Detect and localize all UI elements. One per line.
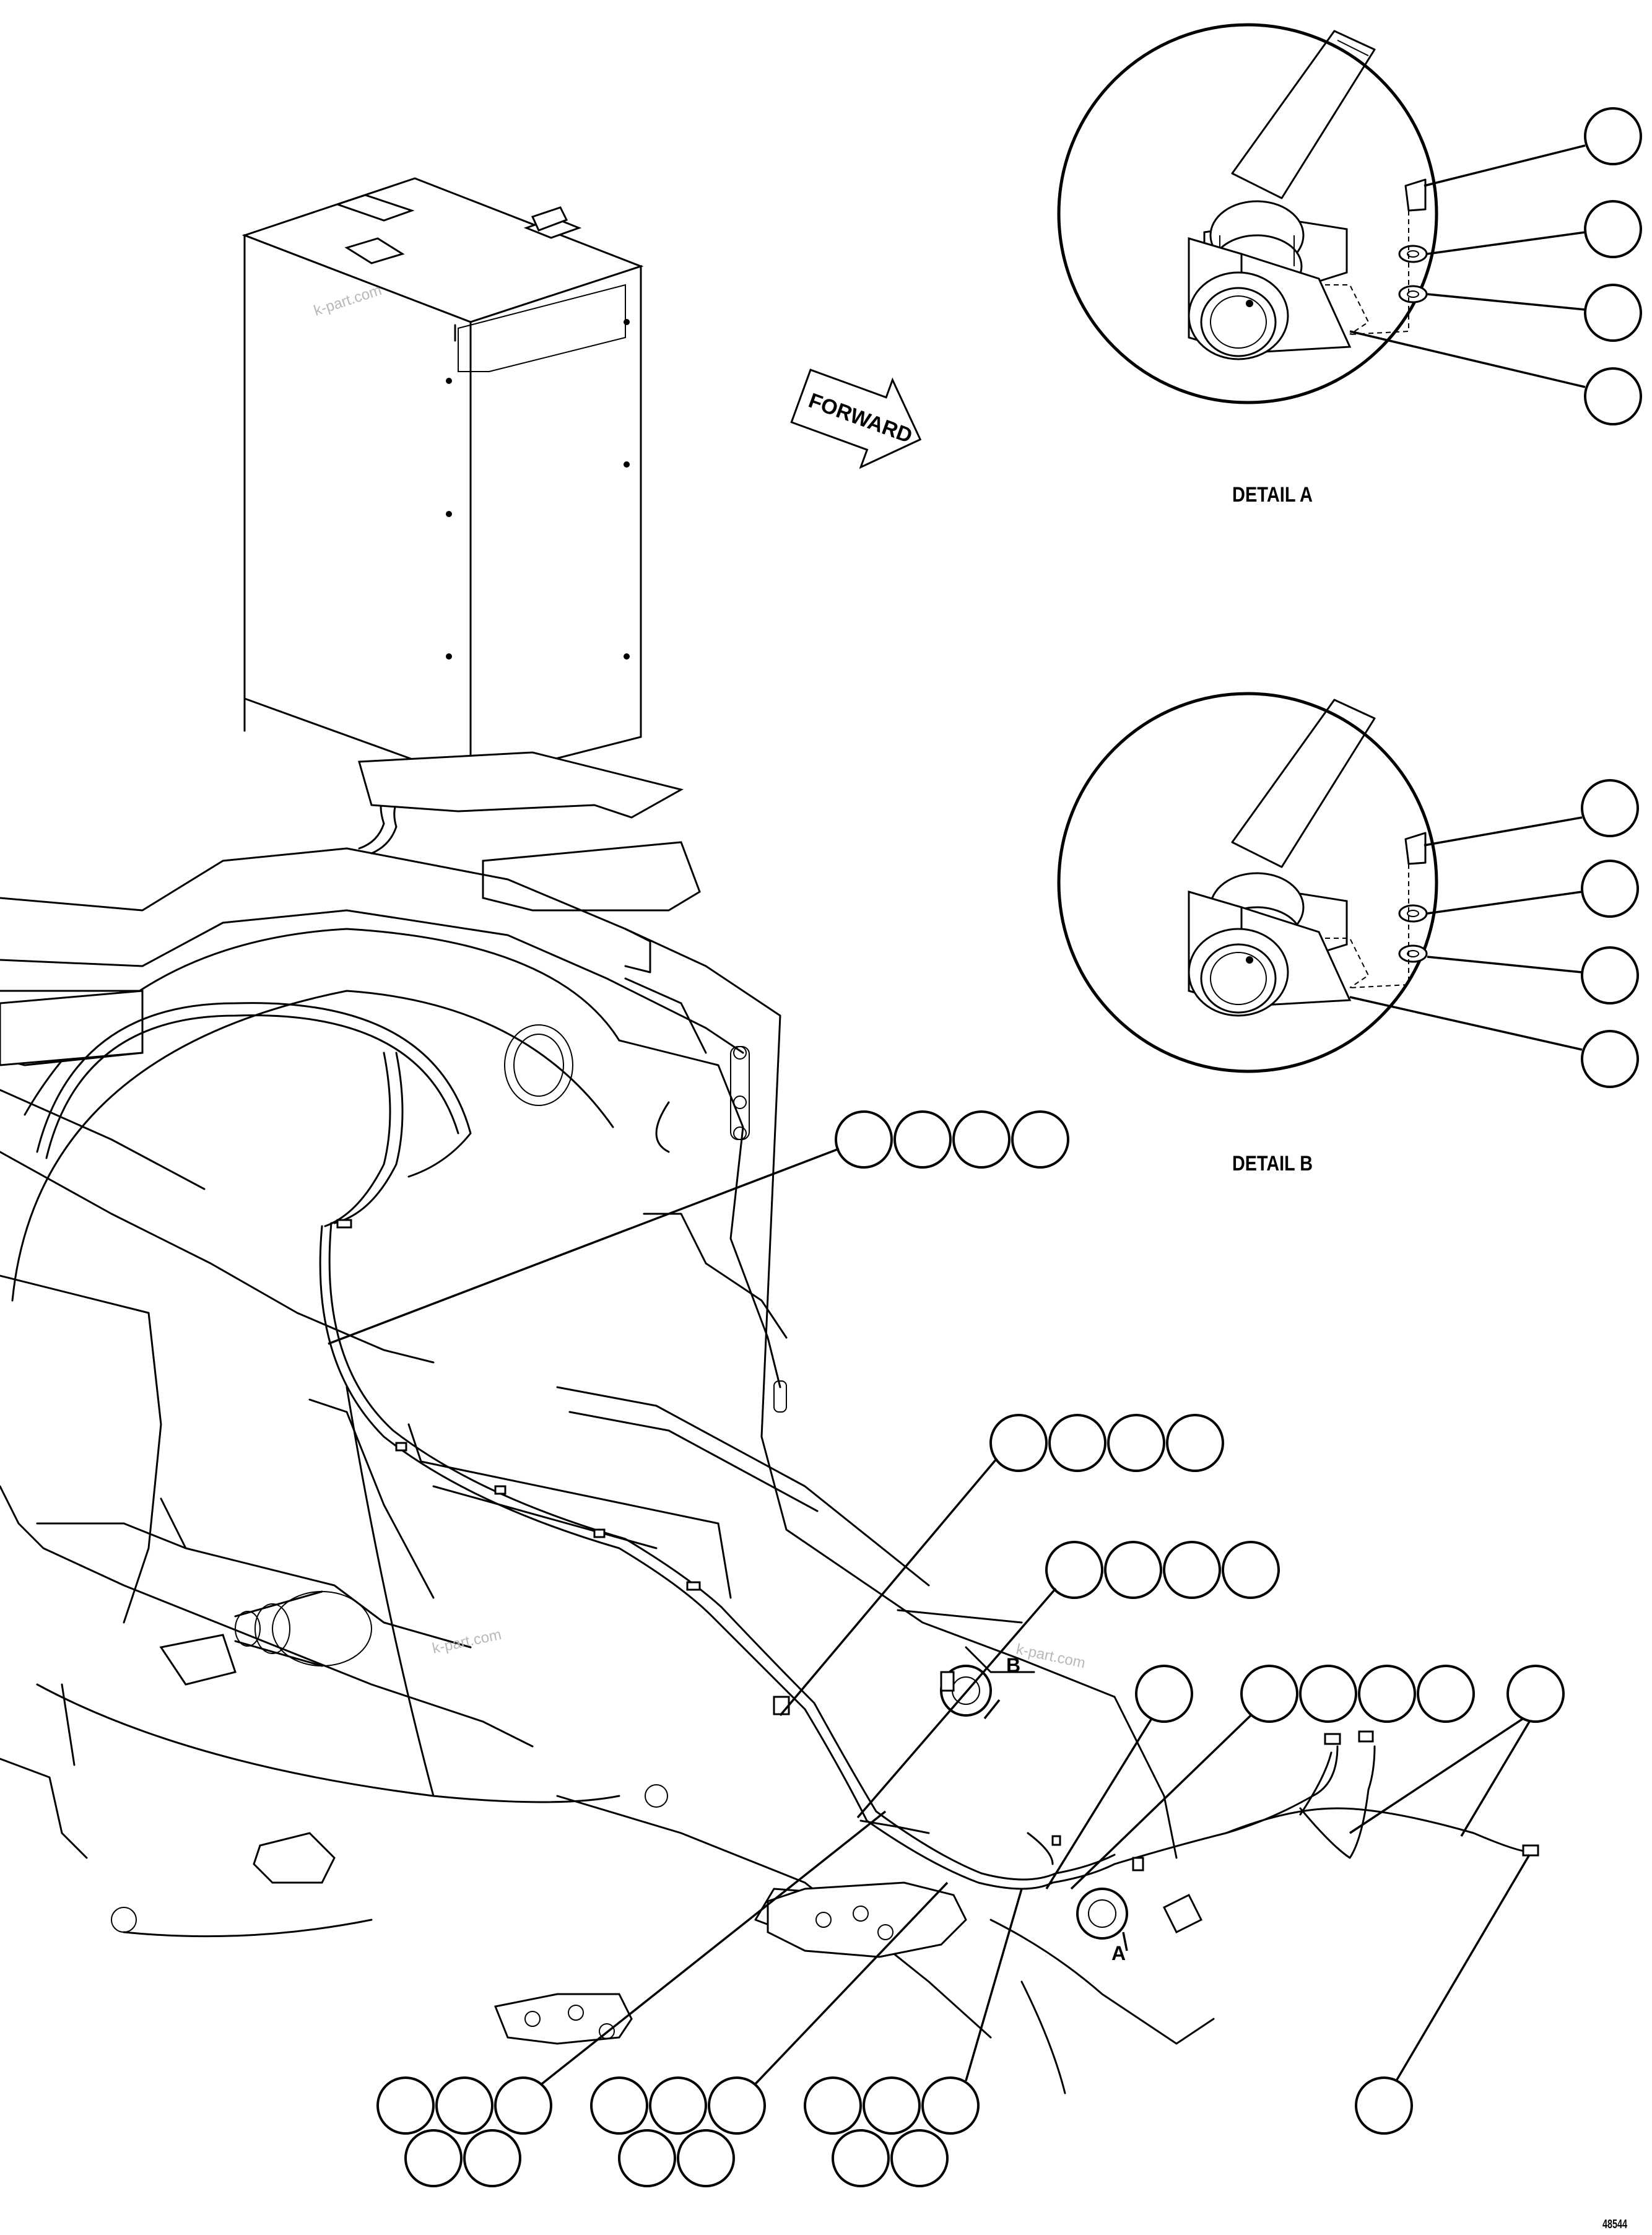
callout-group-connector <box>1070 1665 1475 1890</box>
watermark-2: k-part.com <box>431 1626 503 1657</box>
callout-single-bottom <box>1355 1854 1531 2135</box>
detail-a-callout-3 <box>1584 284 1642 342</box>
detail-b-label: DETAIL B <box>1232 1152 1313 1175</box>
callout-cluster-bottom-right <box>804 1888 1023 2187</box>
callout-cluster-bottom-mid <box>590 1881 949 2187</box>
mount-bracket <box>358 751 701 974</box>
detail-b <box>1057 692 1639 1088</box>
callout-cluster-bottom-left <box>376 1810 887 2187</box>
detail-b-callout-2 <box>1581 860 1639 918</box>
detail-b-callout-3 <box>1581 946 1639 1004</box>
detail-a-callout-2 <box>1584 200 1642 258</box>
detail-a <box>1057 23 1642 425</box>
callout-single-1 <box>1045 1665 1193 1889</box>
callout-group-harness <box>328 1110 1069 1345</box>
detail-b-callout-1 <box>1581 779 1639 837</box>
view-a-label: A <box>1111 1942 1126 1964</box>
detail-a-callout-1 <box>1584 107 1642 165</box>
wiring-harness <box>36 1002 1539 1951</box>
forward-arrow-icon: FORWARD <box>790 368 922 469</box>
drawing-number: 48544 <box>1602 2218 1628 2231</box>
detail-a-callout-4 <box>1584 367 1642 425</box>
machine-frame: k-part.com k-part.com <box>0 847 1215 2094</box>
view-b-label: B <box>1006 1654 1020 1676</box>
detail-a-label: DETAIL A <box>1232 483 1313 507</box>
detail-b-callout-4 <box>1581 1030 1639 1088</box>
callout-single-wire <box>1349 1665 1565 1837</box>
callout-group-clamp-2 <box>856 1541 1280 1819</box>
control-box: k-part.com <box>241 177 644 782</box>
callout-group-clamp-1 <box>779 1414 1224 1717</box>
watermark-3: k-part.com <box>1015 1640 1087 1671</box>
